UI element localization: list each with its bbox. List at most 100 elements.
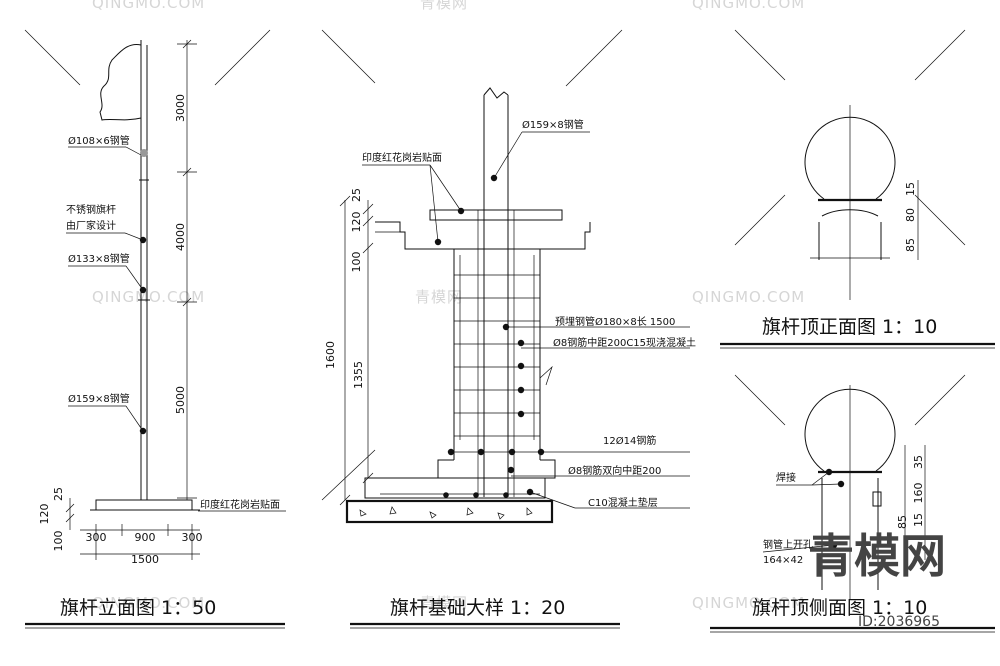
dimension-text: 900 bbox=[135, 531, 156, 544]
rebar-dots bbox=[443, 323, 545, 498]
dimension-text: 3000 bbox=[174, 94, 187, 122]
dimension-text: 4000 bbox=[174, 223, 187, 251]
dimension-text: 1600 bbox=[324, 341, 337, 369]
label-pipe: Ø159×8钢管 bbox=[522, 118, 584, 131]
top-ball bbox=[804, 388, 896, 472]
footing-step bbox=[437, 459, 556, 479]
cap-arc bbox=[821, 209, 879, 217]
file-id: ID:2036965 bbox=[858, 614, 940, 630]
construction-line bbox=[24, 29, 81, 86]
dimension-text: 300 bbox=[86, 531, 107, 544]
label-manufacturer-design: 由厂家设计 bbox=[66, 219, 116, 232]
concrete-hatch bbox=[359, 506, 533, 520]
slot-mark bbox=[872, 491, 882, 507]
footing-slab bbox=[364, 477, 546, 499]
stirrups bbox=[454, 255, 540, 440]
label-c10: C10混凝土垫层 bbox=[588, 496, 658, 509]
construction-line bbox=[734, 29, 786, 81]
label-granite: 印度红花岗岩贴面 bbox=[362, 151, 442, 164]
watermark-text: QINGMO.COM bbox=[92, 594, 205, 612]
label-slot-size: 164×42 bbox=[763, 555, 803, 566]
dimension-slash bbox=[339, 494, 351, 506]
dimension-text: 1500 bbox=[131, 553, 159, 566]
view-title: 旗杆立面图 1：50 bbox=[60, 597, 216, 619]
watermark-text: 青模网 bbox=[415, 288, 463, 306]
construction-line bbox=[734, 194, 786, 246]
label-pipe-mid: Ø133×8钢管 bbox=[68, 252, 130, 265]
leader-line bbox=[125, 265, 144, 291]
watermark-text: QINGMO.COM bbox=[692, 0, 805, 12]
dimension-slash bbox=[65, 513, 75, 523]
dimension-text: 160 bbox=[912, 483, 925, 504]
dimension-text: 15 bbox=[912, 513, 925, 527]
leader-line bbox=[493, 131, 523, 179]
label-slot: 钢管上开孔 bbox=[763, 538, 813, 551]
dimension-text: 85 bbox=[896, 515, 909, 529]
leader-line bbox=[811, 483, 842, 486]
construction-line bbox=[734, 374, 786, 426]
dimension-text: 15 bbox=[904, 182, 917, 196]
top-front-view: 15 80 85 旗杆顶正面图 1：10 bbox=[720, 29, 995, 349]
view-title: 旗杆基础大样 1：20 bbox=[390, 597, 565, 619]
leader-line bbox=[529, 491, 576, 509]
watermark-text: QINGMO.COM bbox=[692, 288, 805, 306]
construction-line bbox=[321, 29, 376, 84]
construction-line bbox=[914, 374, 966, 426]
label-rebar-bi: Ø8钢筋双向中距200 bbox=[568, 464, 661, 477]
top-ball bbox=[804, 116, 896, 200]
watermark-text: 青模网 bbox=[420, 594, 468, 612]
leader-line bbox=[429, 164, 439, 243]
dimension-text: 1355 bbox=[352, 361, 365, 389]
dimension-text: 100 bbox=[350, 252, 363, 273]
construction-line bbox=[214, 29, 271, 86]
label-rebar-12: 12Ø14钢筋 bbox=[603, 434, 656, 447]
leader-line bbox=[125, 146, 142, 156]
view-title: 旗杆顶正面图 1：10 bbox=[762, 316, 937, 338]
granite-cap bbox=[429, 209, 563, 221]
construction-line bbox=[914, 194, 966, 246]
dimension-slash bbox=[182, 297, 192, 307]
dimension-text: 120 bbox=[38, 504, 51, 525]
foundation-view: 印度红花岗岩贴面 Ø159×8钢管 预埋钢管Ø180×8长 1500 Ø8钢筋中… bbox=[321, 29, 696, 629]
leader-line bbox=[124, 232, 144, 241]
label-embedded-pipe: 预埋钢管Ø180×8长 1500 bbox=[555, 315, 675, 328]
watermark-text: QINGMO.COM bbox=[692, 594, 805, 612]
dimension-text: 300 bbox=[182, 531, 203, 544]
section-mark bbox=[539, 365, 553, 386]
construction-line bbox=[321, 449, 376, 501]
dimension-slash bbox=[362, 472, 374, 484]
label-granite: 印度红花岗岩贴面 bbox=[200, 498, 280, 511]
top-side-view: 焊接 钢管上开孔 164×42 35 160 85 15 旗杆顶侧面图 1：10 bbox=[710, 374, 995, 633]
dimension-text: 85 bbox=[904, 238, 917, 252]
leader-line bbox=[125, 405, 144, 432]
construction-line bbox=[914, 29, 966, 81]
label-rebar-c15: Ø8钢筋中距200C15现浇混凝土 bbox=[553, 336, 696, 349]
plinth-outline bbox=[375, 221, 591, 250]
dimension-text: 25 bbox=[350, 188, 363, 202]
label-stainless-pole: 不锈钢旗杆 bbox=[66, 203, 116, 216]
construction-line bbox=[565, 29, 623, 87]
c10-bed bbox=[345, 499, 554, 524]
leader-line bbox=[429, 164, 462, 212]
leader-line bbox=[762, 544, 835, 553]
dimension-text: 120 bbox=[350, 212, 363, 233]
watermark-text: QINGMO.COM bbox=[92, 0, 205, 12]
dimension-slash bbox=[362, 215, 374, 227]
watermark-text: 青模网 bbox=[420, 0, 468, 12]
dimension-slash bbox=[182, 167, 192, 177]
flag-outline bbox=[99, 43, 142, 121]
elevation-view: Ø108×6钢管 不锈钢旗杆 由厂家设计 Ø133×8钢管 Ø159×8钢管 印… bbox=[24, 29, 286, 629]
watermark-layer: QINGMO.COM 青模网 QINGMO.COM QINGMO.COM 青模网… bbox=[92, 0, 805, 612]
label-pipe-bottom: Ø159×8钢管 bbox=[68, 392, 130, 405]
dimension-slash bbox=[362, 242, 374, 254]
brand-watermark: 青模网 bbox=[808, 529, 946, 583]
dimension-slash bbox=[362, 203, 374, 215]
view-title: 旗杆顶侧面图 1：10 bbox=[752, 597, 927, 619]
dimension-text: 5000 bbox=[174, 386, 187, 414]
break-line bbox=[483, 87, 509, 99]
dimension-text: 100 bbox=[52, 531, 65, 552]
dimension-slash bbox=[182, 39, 192, 49]
label-pipe-top: Ø108×6钢管 bbox=[68, 134, 130, 147]
watermark-text: QINGMO.COM bbox=[92, 288, 205, 306]
